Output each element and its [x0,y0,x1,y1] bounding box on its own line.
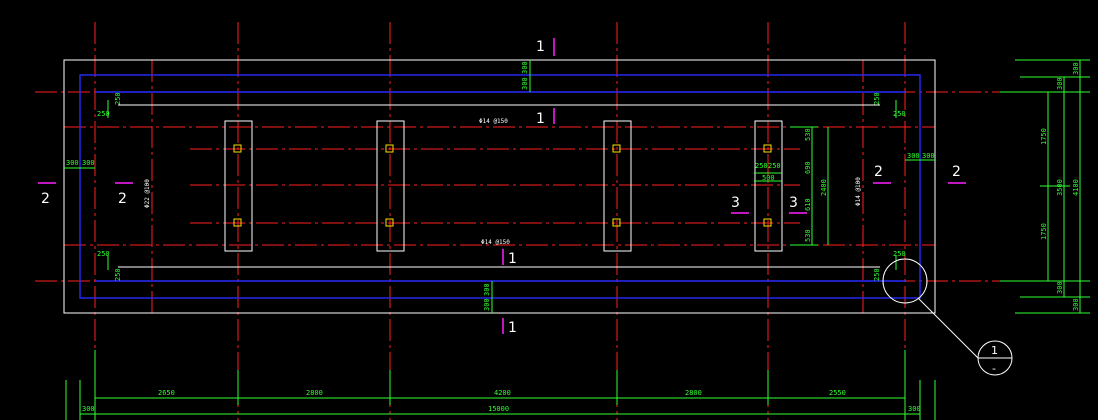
dim-right-inner-3: 1750 [1040,223,1048,240]
dim-right-300-a: 300 [907,152,920,160]
dim-right-inner-1: 300 [1056,77,1064,90]
dim-left-300-a: 300 [66,159,79,167]
dim-right-inner-2: 1750 [1040,128,1048,145]
dim-bottom-3: 4200 [494,389,511,397]
pier [603,120,632,252]
section-2-left-inner: 2 [118,191,127,207]
rebar-label-right: Φ14 @100 [855,177,862,206]
section-2-right-inner: 2 [874,164,883,180]
detail-bubble-top: 1 [991,344,998,357]
anchor-bolt [763,218,772,227]
section-2-right-outer: 2 [952,164,961,180]
section-ticks [38,38,966,334]
dim-left-250-top: 250 [97,110,110,118]
detail-leader [917,297,979,359]
dim-right-outer-top: 300 [1072,62,1080,75]
rebar-label-left: Φ22 @100 [144,179,151,208]
dim-bottom-300-b: 300 [483,298,491,311]
rebar-label-top: Φ14 @150 [479,118,508,125]
anchor-bolt [612,144,621,153]
dim-right-250-bottom: 250 [893,250,906,258]
dim-pier-690: 690 [804,161,812,174]
dim-pier-500: 500 [762,174,775,182]
anchor-bolt [233,218,242,227]
dim-top-300: 300 [521,61,529,74]
dim-left-250-lower: 250 [114,268,122,281]
rebar-lines [79,74,921,299]
pier [376,120,405,252]
dim-bottom-left-edge: 300 [82,405,95,413]
dim-bottom-right-edge: 300 [908,405,921,413]
dim-pier-250-a: 250 [755,162,768,170]
dim-left-250-bottom: 250 [97,250,110,258]
section-1-bottom-inner: 1 [508,251,517,267]
dim-left-250-upper: 250 [114,92,122,105]
dim-left-300-b: 300 [82,159,95,167]
anchor-bolt [763,144,772,153]
pier [224,120,253,252]
detail-bubble-bottom: - [992,362,996,375]
anchor-bolt [612,218,621,227]
dim-bottom-300: 300 [483,283,491,296]
slab-outline [63,59,936,314]
section-3-right: 3 [789,195,798,211]
section-1-bottom: 1 [508,320,517,336]
dim-pier-250-b: 250 [768,162,781,170]
dim-right-outer-bottom: 300 [1072,298,1080,311]
dim-pier-2400: 2400 [820,179,828,196]
dim-pier-530-bottom: 530 [804,229,812,242]
anchor-bolt [385,218,394,227]
dim-pier-530-top: 530 [804,128,812,141]
section-2-left-outer: 2 [41,191,50,207]
section-1-top-inner: 1 [536,111,545,127]
dim-top-300-b: 300 [521,77,529,90]
dim-bottom-2: 2800 [306,389,323,397]
axis-lines [35,22,1000,420]
section-1-top: 1 [536,39,545,55]
dim-right-outer: 4100 [1072,179,1080,196]
dim-right-250-upper: 250 [873,92,881,105]
anchor-bolt [233,144,242,153]
dim-bottom-4: 2800 [685,389,702,397]
dim-right-300-b: 300 [922,152,935,160]
anchor-bolt [385,144,394,153]
dimension-lines [64,59,1090,420]
anchor-bolts [233,144,772,227]
dim-pier-610: 610 [804,198,812,211]
detail-circle [882,258,928,304]
rebar-label-bottom: Φ14 @150 [481,239,510,246]
dim-bottom-total: 15000 [488,405,509,413]
dim-right-250-top: 250 [893,110,906,118]
piers [224,120,783,252]
section-3-left: 3 [731,195,740,211]
dim-right-inner-4: 300 [1056,281,1064,294]
dim-right-250-lower: 250 [873,268,881,281]
dim-bottom-1: 2650 [158,389,175,397]
dim-right-middle: 3500 [1056,179,1064,196]
pier [754,120,783,252]
dim-bottom-5: 2550 [829,389,846,397]
